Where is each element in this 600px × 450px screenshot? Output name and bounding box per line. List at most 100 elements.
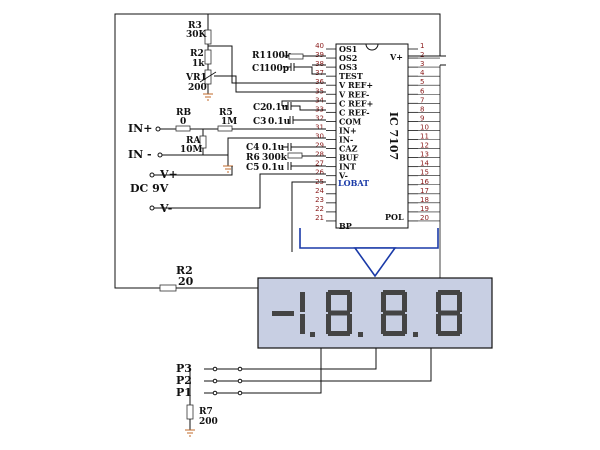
r7-resistor [186, 404, 194, 420]
display-segment [300, 292, 305, 312]
ic-pol-label: POL [385, 212, 404, 222]
ic-left-pin-number: 26 [315, 169, 324, 177]
ic-left-pin-label: OS1 [339, 44, 357, 54]
display-segment [328, 331, 350, 336]
ic-left-pin-label: OS2 [339, 53, 357, 63]
ic-right-pin-number: 8 [420, 105, 424, 113]
r6-name: R6 [246, 153, 260, 163]
display-segment [457, 314, 462, 334]
ic-body [335, 43, 409, 229]
wire-in-minus-ic [203, 137, 326, 156]
c4-value: 0.1u [262, 143, 285, 153]
r2-top-name: R2 [190, 49, 204, 59]
display-segment [436, 314, 441, 334]
vr1-arrow [199, 71, 217, 83]
r7-name: R7 [199, 407, 213, 417]
ra-value: 10M [180, 145, 203, 155]
ic-right-pin-number: 7 [420, 96, 424, 104]
wire-vminus-supply [154, 173, 326, 209]
ic-left-pin-number: 35 [315, 87, 324, 95]
display-segment [438, 310, 460, 316]
vplus-terminal [149, 172, 155, 178]
ic-left-pin-number: 24 [315, 187, 324, 195]
ic-left-pin-label: C REF- [339, 107, 370, 117]
ic-left-pin-label: C REF+ [339, 98, 373, 108]
in-minus-label: IN - [128, 148, 152, 161]
ic-left-pin-number: 40 [315, 42, 324, 50]
ic-right-pin-number: 2 [420, 51, 424, 59]
ic-right-pin-number: 16 [420, 178, 429, 186]
display-arrow [299, 228, 439, 278]
display-segment [347, 292, 352, 312]
ic-right-pin-number: 4 [420, 69, 425, 77]
ground-r7 [185, 429, 195, 437]
display-segment [383, 331, 405, 336]
display-segment [457, 292, 462, 312]
display-minus-segment [272, 311, 294, 316]
ground-input [223, 165, 233, 173]
display-dp [358, 332, 363, 337]
ic-left-pin-label: INT [339, 162, 356, 172]
display-segment [328, 310, 350, 316]
ic-left-pin-number: 28 [315, 151, 324, 159]
wire-vr1-vref [214, 75, 326, 93]
ic-lobat-label: LOBAT [338, 178, 369, 188]
r7-value: 200 [199, 417, 218, 427]
ground-vr1 [203, 93, 213, 101]
ic-right-pin-number: 5 [420, 78, 424, 86]
c4-name: C4 [246, 143, 259, 153]
ic-left-pin-number: 27 [315, 160, 324, 168]
r2-bottom-resistor [159, 284, 177, 292]
display-segment [383, 310, 405, 316]
ic-left-pin-label: IN- [339, 135, 353, 145]
r1-resistor [288, 53, 304, 60]
ic-left-pin-number: 22 [315, 205, 324, 213]
ic-right-pin-number: 9 [420, 114, 424, 122]
display-segment [381, 292, 386, 312]
ic-left-pin-number: 32 [315, 114, 324, 122]
ic-left-pin-number: 38 [315, 60, 324, 68]
r2-top-resistor [204, 49, 212, 65]
ic-right-pin-number: 14 [420, 160, 429, 168]
display-dp [413, 332, 418, 337]
c5-name: C5 [246, 163, 259, 173]
ic-notch [365, 43, 379, 51]
vr1-value: 200 [188, 83, 207, 93]
ic-left-pin-number: 33 [315, 105, 324, 113]
rb-value: 0 [180, 117, 186, 127]
ic-left-pin-number: 21 [315, 214, 324, 222]
display-segment [438, 290, 460, 295]
wire-c2-cref [281, 100, 326, 106]
ic-right-pin-number: 3 [420, 60, 424, 68]
ic-name: IC 7107 [387, 112, 400, 160]
display-digits [272, 290, 462, 337]
ic-right-pin-number: 17 [420, 187, 429, 195]
r6-value: 300k [262, 153, 288, 163]
wire-c2-crefm [291, 105, 326, 111]
wire-ref-test [208, 45, 326, 84]
ic-left-pin-number: 34 [315, 96, 324, 104]
r1-name: R1 [252, 51, 266, 61]
c2-value: 0.1u [266, 103, 289, 113]
ic-right-pin-number: 12 [420, 142, 429, 150]
vr1-name: VR1 [185, 73, 207, 83]
display-segment [326, 314, 331, 334]
ic-left-pin-label: CAZ [339, 144, 358, 154]
in-minus-terminal [157, 152, 163, 158]
ic-left-pin-number: 37 [315, 69, 324, 77]
wire-c1-os3 [294, 66, 326, 75]
vminus-terminal [149, 205, 155, 211]
dp-switches [189, 348, 432, 405]
display-segment [383, 290, 405, 295]
r3-value: 30K [186, 30, 208, 40]
r1-value: 100k [266, 51, 292, 61]
ic-right-pin-number: 11 [420, 133, 429, 141]
display-segment [436, 292, 441, 312]
display-segment [347, 314, 352, 334]
display-segment [402, 314, 407, 334]
ic-left-pin-number: 31 [315, 123, 324, 131]
p3-label: P3 [176, 362, 192, 375]
c3-value: 0.1u [268, 117, 291, 127]
